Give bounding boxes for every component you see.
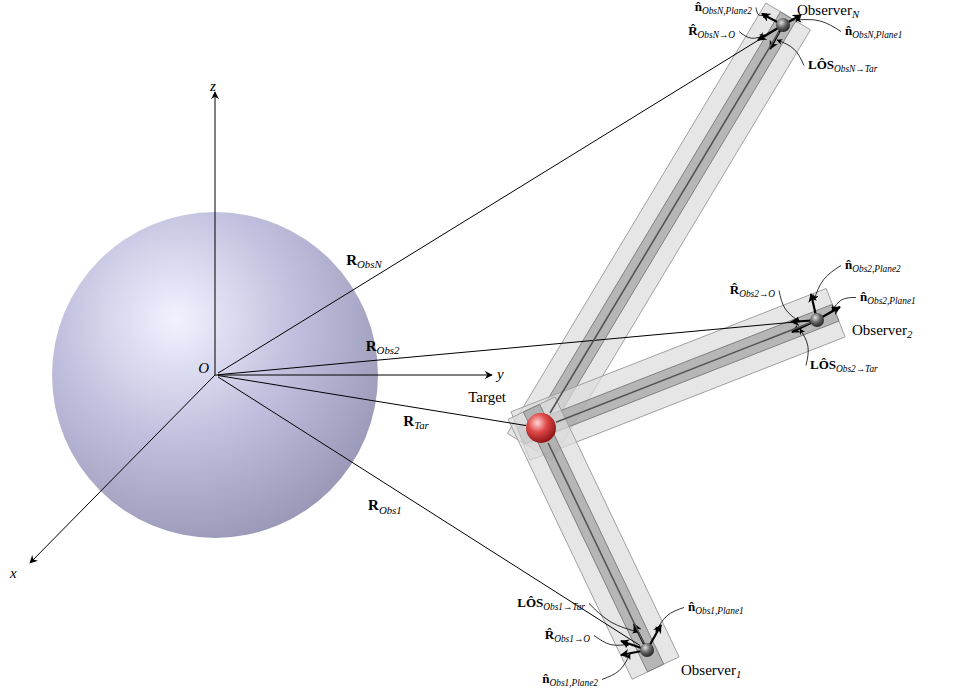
vector-label: n̂ObsN,Plane1 — [845, 24, 902, 39]
vector-label: n̂Obs1,Plane2 — [542, 672, 598, 687]
vector-label: R̂Obs2→O — [730, 283, 775, 298]
line-of-sight — [550, 32, 779, 413]
line-of-sight — [556, 323, 810, 422]
node-label: Observer2 — [852, 322, 912, 339]
axis-line — [215, 92, 216, 375]
leader-line — [814, 265, 841, 300]
leader-line — [739, 31, 765, 38]
position-vector — [218, 377, 640, 646]
leader-line — [796, 20, 841, 32]
vector-label: LÔSObs2→Tar — [810, 358, 878, 373]
axis-label: z — [210, 78, 216, 95]
node-label: Observer1 — [681, 662, 741, 679]
leader-line — [832, 297, 856, 311]
axis-label: y — [497, 366, 504, 383]
node-label: Target — [468, 389, 506, 406]
vector-label: R̂ObsN→O — [688, 24, 735, 39]
sphere-shape — [776, 18, 790, 32]
vector-label: LÔSObs1→Tar — [517, 596, 585, 611]
leader-line — [777, 40, 804, 65]
sphere-shape — [526, 413, 556, 443]
vector-label: RObs2 — [366, 338, 400, 355]
vector-label: RTar — [403, 413, 428, 430]
axis-line — [215, 375, 492, 376]
vector-label: n̂ObsN,Plane2 — [695, 0, 752, 15]
leader-line — [656, 607, 684, 632]
observer-sphere: Observer1 — [640, 643, 654, 657]
sphere-shape — [810, 313, 824, 327]
leader-line — [779, 290, 800, 322]
sphere-shape — [640, 643, 654, 657]
leader-line — [756, 7, 767, 15]
vector-label: n̂Obs2,Plane2 — [845, 258, 901, 273]
vector-label: n̂Obs2,Plane1 — [860, 290, 916, 305]
observation-plane — [523, 404, 663, 672]
line-of-sight — [548, 443, 643, 643]
axis-line — [30, 375, 215, 563]
target-sphere: Target — [526, 413, 556, 443]
leader-line — [602, 654, 630, 679]
observer-sphere: Observer2 — [810, 313, 824, 327]
node-label: O — [198, 360, 209, 377]
sphere-shape — [526, 413, 556, 443]
sphere-shape — [810, 313, 824, 327]
axis-label: x — [10, 565, 17, 582]
vector-label: RObs1 — [368, 497, 402, 514]
leader-line — [594, 635, 630, 645]
position-vector — [218, 321, 810, 375]
vector-label: LÔSObsN→Tar — [808, 58, 877, 73]
position-vector — [218, 375, 526, 425]
sphere-shape — [776, 18, 790, 32]
origin-point: O — [212, 372, 218, 378]
position-vector — [218, 29, 776, 373]
observer-sphere: ObserverN — [776, 18, 790, 32]
observation-plane — [508, 397, 679, 679]
sphere-shape — [640, 643, 654, 657]
leader-line — [800, 329, 808, 365]
node-label: ObserverN — [797, 2, 859, 19]
vector-label: n̂Obs1,Plane1 — [688, 600, 744, 615]
vector-label: R̂Obs1→O — [545, 628, 590, 643]
vector-label: RObsN — [346, 252, 381, 269]
